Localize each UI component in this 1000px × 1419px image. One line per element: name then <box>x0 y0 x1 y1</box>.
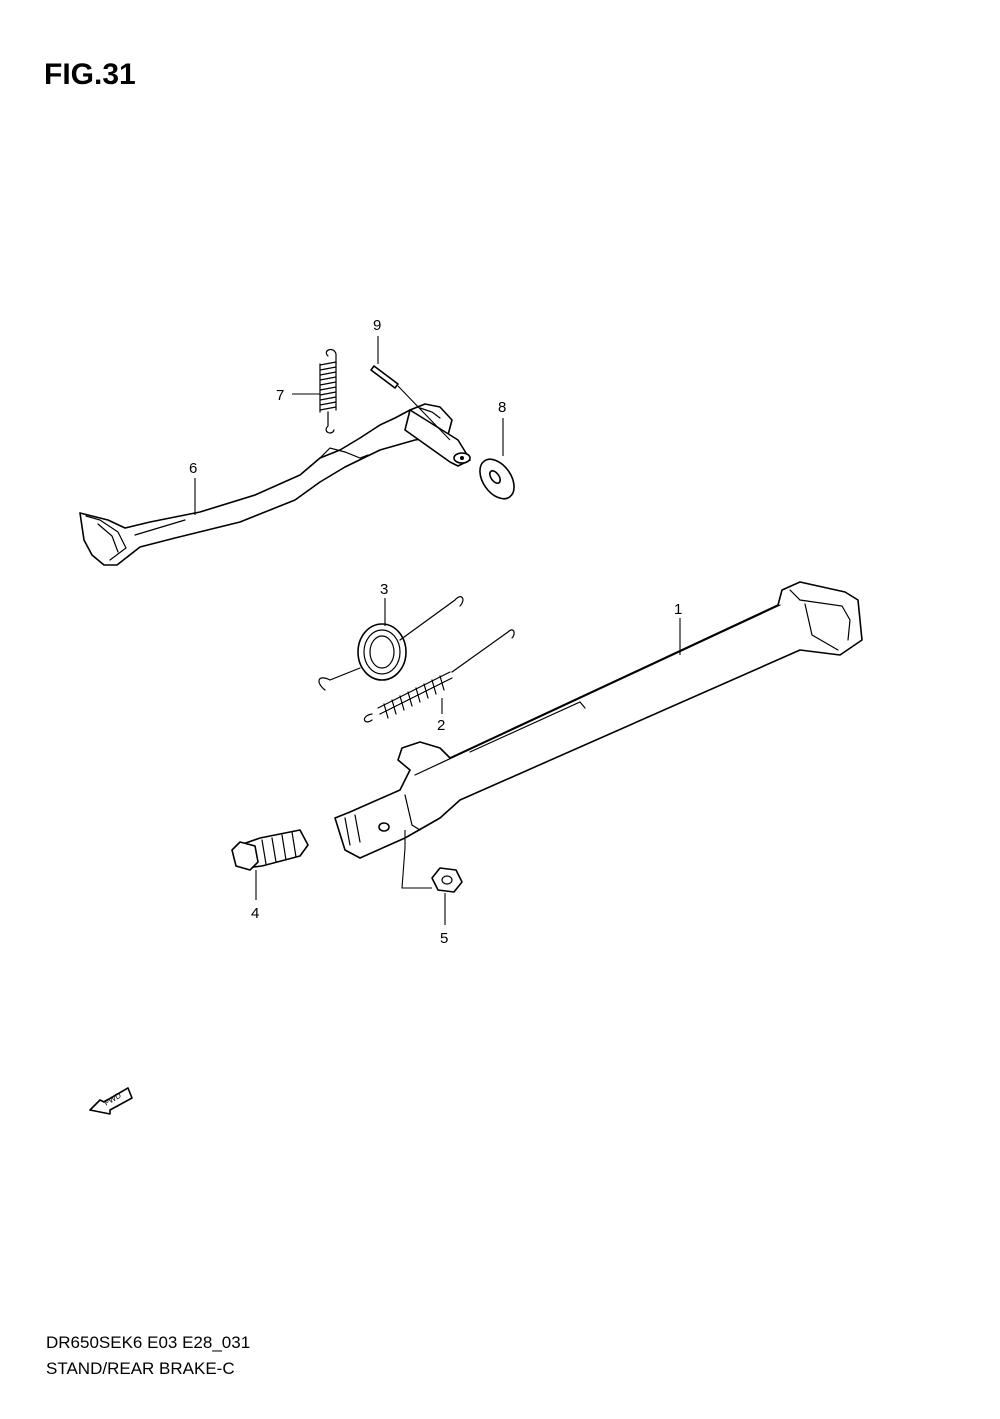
callout-8: 8 <box>498 399 506 416</box>
callout-3: 3 <box>380 581 388 598</box>
leader-lines <box>194 336 681 925</box>
cotter-pin-part <box>370 365 451 441</box>
callout-4: 4 <box>251 905 259 922</box>
callout-1: 1 <box>674 601 682 618</box>
brake-pedal-part <box>79 403 471 566</box>
pedal-return-spring-part <box>319 348 337 434</box>
side-stand-part <box>334 581 863 859</box>
washer-part <box>479 458 515 500</box>
nut-part <box>431 867 463 893</box>
model-code: DR650SEK6 E03 E28_031 <box>46 1333 251 1352</box>
pivot-bolt-part <box>231 829 309 871</box>
figure-title: FIG.31 <box>44 58 136 91</box>
callout-7: 7 <box>276 387 284 404</box>
side-spring-part <box>363 629 515 723</box>
fwd-arrow-icon: FWD <box>89 1087 133 1115</box>
callout-5: 5 <box>440 930 448 947</box>
callout-2: 2 <box>437 717 445 734</box>
callout-6: 6 <box>189 460 197 477</box>
section-title: STAND/REAR BRAKE-C <box>46 1359 235 1378</box>
callout-9: 9 <box>373 317 381 334</box>
stand-spring-part <box>318 596 464 691</box>
